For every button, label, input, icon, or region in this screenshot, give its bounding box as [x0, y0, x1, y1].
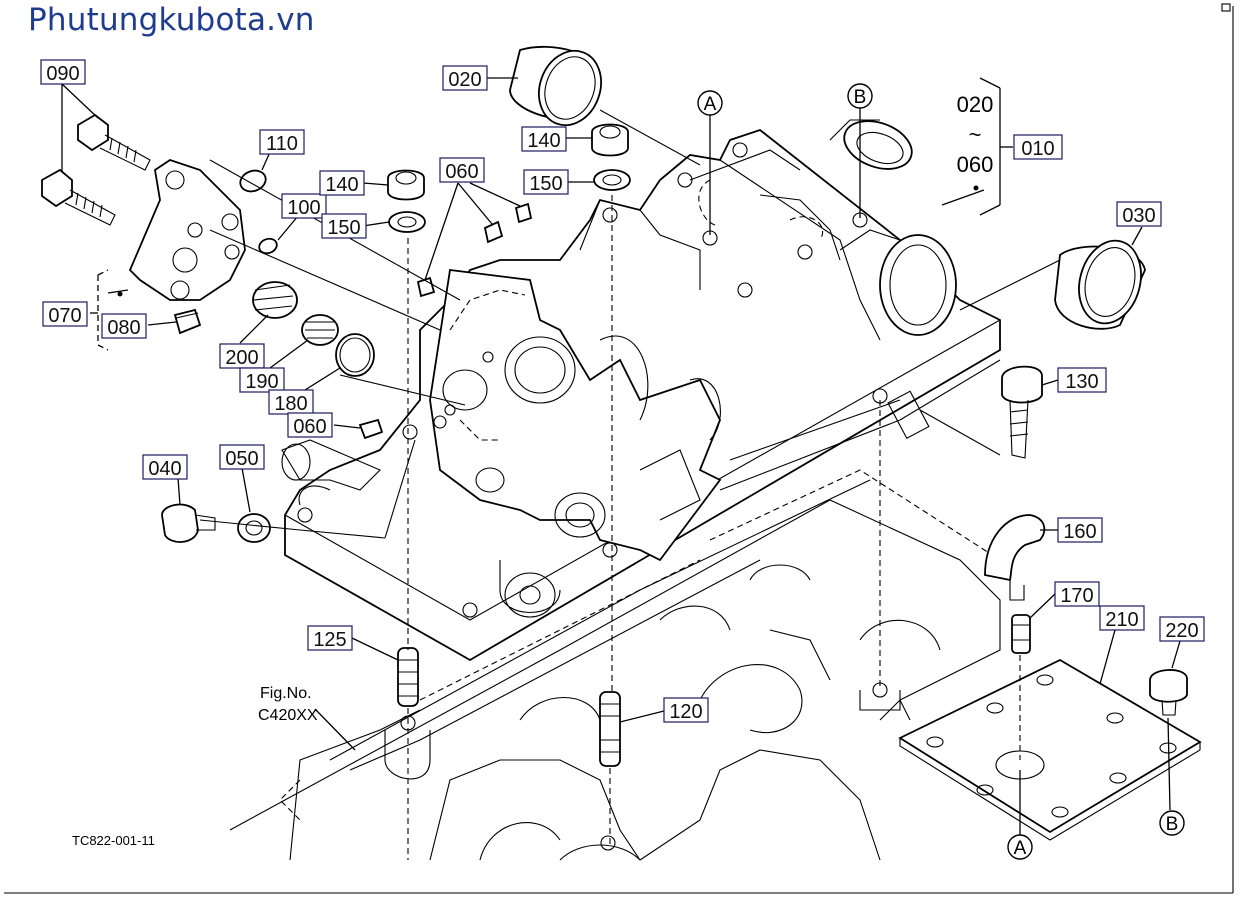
callout-130[interactable]: 130	[1057, 367, 1107, 393]
lift-cylinder-case	[281, 119, 1001, 662]
svg-text:150: 150	[529, 173, 562, 195]
callout-100[interactable]: 100	[281, 193, 327, 219]
callout-180[interactable]: 180	[268, 389, 314, 415]
fig-no-label: Fig.No.	[260, 685, 312, 702]
callout-060-top[interactable]: 060	[439, 157, 485, 183]
range-tilde: ~	[969, 122, 982, 147]
svg-text:130: 130	[1065, 371, 1098, 393]
leader-lines	[61, 77, 1181, 860]
part-callouts: 090 110 100 070 080 200 190 180 060 040 …	[40, 59, 1205, 723]
svg-text:110: 110	[266, 133, 298, 155]
callout-010[interactable]: 010	[1013, 134, 1063, 160]
drawing-code: TC822-001-11	[72, 833, 155, 848]
svg-text:150: 150	[327, 217, 360, 239]
range-from: 020	[957, 92, 994, 117]
callout-120[interactable]: 120	[663, 697, 709, 723]
ref-a-bottom: A	[1007, 834, 1033, 860]
svg-text:200: 200	[225, 347, 258, 369]
ref-a-top: A	[697, 90, 723, 116]
ref-b-top: B	[847, 83, 873, 109]
svg-text:060: 060	[293, 416, 326, 438]
callout-170[interactable]: 170	[1054, 581, 1100, 607]
svg-text:090: 090	[46, 63, 79, 85]
callout-110[interactable]: 110	[259, 129, 305, 155]
fig-no-value: C420XX	[258, 707, 318, 724]
right-parts	[509, 46, 1202, 841]
callout-020[interactable]: 020	[442, 65, 488, 91]
svg-text:030: 030	[1122, 205, 1155, 227]
ref-b-bottom: B	[1159, 810, 1185, 836]
transmission-case	[229, 469, 1001, 861]
callout-140-mid[interactable]: 140	[319, 170, 365, 196]
svg-text:180: 180	[274, 393, 307, 415]
svg-text:120: 120	[669, 701, 702, 723]
callout-080[interactable]: 080	[101, 313, 147, 339]
callout-140-top[interactable]: 140	[521, 126, 567, 152]
callout-060-side[interactable]: 060	[287, 412, 333, 438]
callout-050[interactable]: 050	[219, 444, 265, 470]
svg-text:B: B	[854, 87, 867, 108]
left-parts	[41, 113, 621, 767]
callout-220[interactable]: 220	[1159, 616, 1205, 642]
site-title: Phutungkubota.vn	[28, 2, 315, 38]
svg-text:040: 040	[148, 458, 181, 480]
svg-text:125: 125	[313, 629, 346, 651]
svg-text:210: 210	[1105, 609, 1138, 631]
svg-text:050: 050	[225, 448, 258, 470]
callout-040[interactable]: 040	[142, 454, 188, 480]
svg-text:020: 020	[448, 69, 481, 91]
svg-text:160: 160	[1063, 521, 1096, 543]
range-label: 020 ~ 060	[957, 92, 994, 177]
callout-150-mid[interactable]: 150	[321, 213, 367, 239]
callout-030[interactable]: 030	[1116, 201, 1162, 227]
svg-text:B: B	[1166, 814, 1179, 835]
svg-text:A: A	[1014, 838, 1027, 859]
svg-text:190: 190	[245, 371, 278, 393]
svg-text:060: 060	[445, 161, 478, 183]
reference-markers: A B A B	[697, 83, 1185, 860]
svg-text:070: 070	[48, 305, 81, 327]
callout-200[interactable]: 200	[219, 343, 265, 369]
callout-190[interactable]: 190	[239, 367, 285, 393]
svg-text:220: 220	[1165, 620, 1198, 642]
svg-text:010: 010	[1021, 138, 1054, 160]
callout-160[interactable]: 160	[1057, 517, 1103, 543]
range-to: 060	[957, 152, 994, 177]
svg-text:A: A	[704, 94, 717, 115]
svg-text:100: 100	[287, 197, 320, 219]
svg-text:170: 170	[1060, 585, 1093, 607]
svg-text:080: 080	[107, 317, 140, 339]
callout-070[interactable]: 070	[42, 301, 88, 327]
svg-text:140: 140	[325, 174, 358, 196]
svg-text:140: 140	[527, 130, 560, 152]
callout-150-top[interactable]: 150	[523, 169, 569, 195]
callout-125[interactable]: 125	[307, 625, 353, 651]
callout-210[interactable]: 210	[1099, 605, 1145, 631]
figure-reference: Fig.No. C420XX	[258, 685, 318, 724]
callout-090[interactable]: 090	[40, 59, 86, 85]
